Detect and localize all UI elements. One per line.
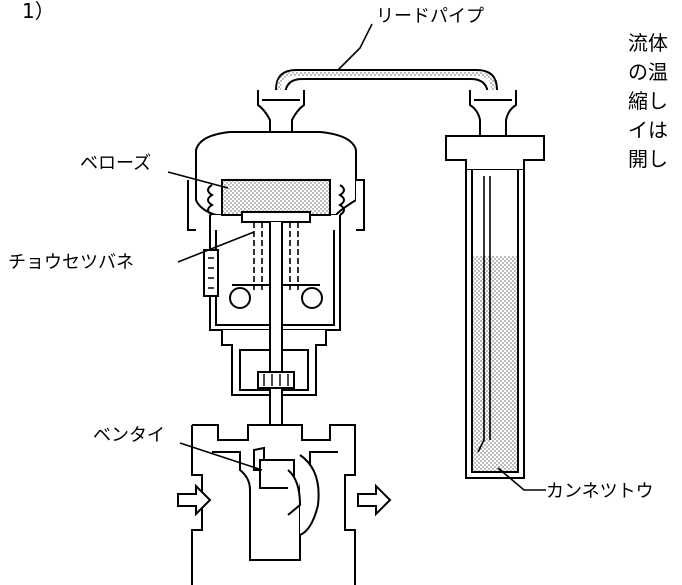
adjusting-spring xyxy=(203,211,323,309)
label-adjusting-spring: チョウセツバネ xyxy=(8,252,134,273)
lead-pipe xyxy=(275,69,498,330)
valve-body xyxy=(191,424,356,585)
leader-spring xyxy=(177,231,255,263)
label-bellows: ベローズ xyxy=(80,153,151,174)
side-text-line-3: 縮し xyxy=(628,89,668,113)
label-lead-pipe: リードパイプ xyxy=(376,6,484,27)
side-text-line-1: 流体 xyxy=(628,31,668,55)
leader-lines xyxy=(167,23,546,491)
label-sensing-bulb: カンネツトウ xyxy=(546,481,654,502)
leader-bellows xyxy=(167,171,229,189)
bellows xyxy=(207,179,345,216)
flow-arrows xyxy=(177,483,392,517)
figure-number: 1） xyxy=(22,0,55,23)
sensing-bulb xyxy=(445,90,545,479)
label-valve-body: ベンタイ xyxy=(93,425,165,446)
leader-lead-pipe xyxy=(337,23,373,71)
leader-valve-body xyxy=(179,442,263,471)
side-text-line-2: の温 xyxy=(628,60,668,84)
side-text-line-5: 開し xyxy=(628,147,668,171)
leader-sensing-bulb xyxy=(497,467,546,491)
side-text-line-4: イは xyxy=(628,118,668,142)
